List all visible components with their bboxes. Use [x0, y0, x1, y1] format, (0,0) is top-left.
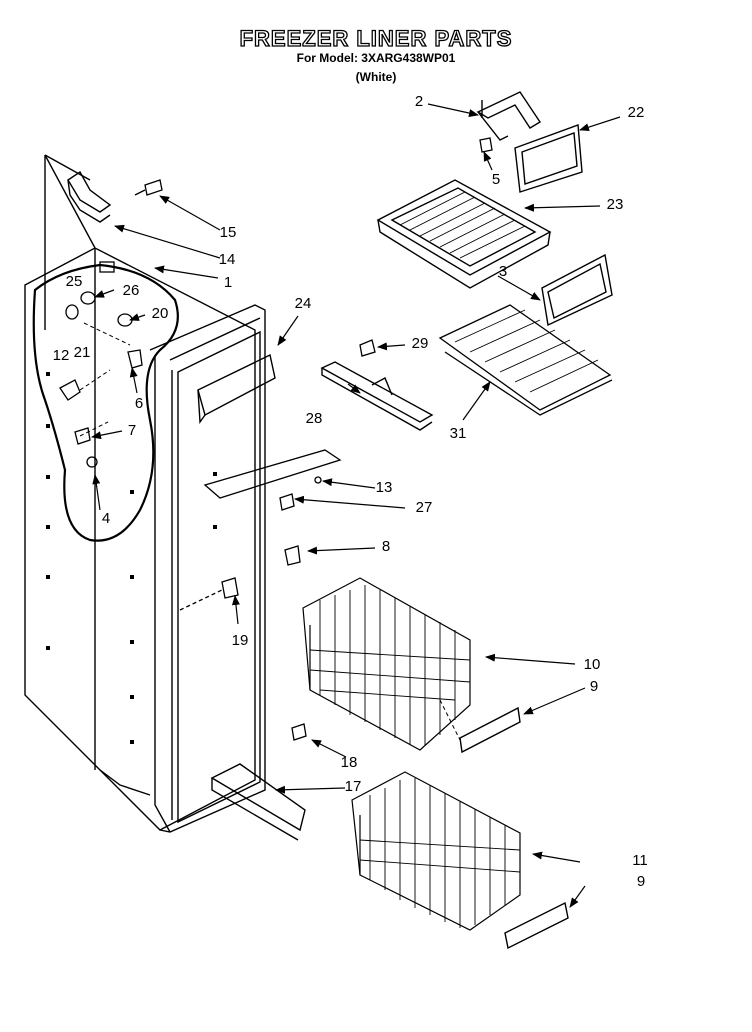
part-11-lower-basket: [351, 771, 521, 931]
callout-7: 7: [128, 422, 136, 439]
part-9-upper-handle: [459, 706, 521, 754]
part-18-screw: [291, 723, 307, 741]
color-note: (White): [355, 70, 397, 84]
part-31-wire-shelf: [438, 304, 613, 416]
callout-23: 23: [607, 196, 624, 213]
callout-28: 28: [306, 410, 323, 427]
callout-9-upper: 9: [590, 678, 598, 695]
callout-18: 18: [341, 754, 358, 771]
callout-8: 8: [382, 538, 390, 555]
part-29-screw: [359, 339, 376, 357]
callout-17: 17: [345, 778, 362, 795]
part-8-bracket: [284, 545, 301, 566]
part-28-rail: [320, 361, 434, 431]
part-13-27-clips: [203, 449, 342, 511]
callout-21: 21: [74, 344, 91, 361]
part-2-bracket: [476, 91, 541, 141]
callout-24: 24: [295, 295, 312, 312]
dashed-leaders: [79, 322, 461, 741]
freezer-liner-cabinet: [24, 154, 266, 833]
callout-12: 12: [53, 347, 70, 364]
diagram-title: FREEZER LINER PARTS: [239, 25, 513, 51]
part-22-frame: [514, 124, 583, 193]
callout-20: 20: [152, 305, 169, 322]
callout-31: 31: [450, 425, 467, 442]
callout-14: 14: [219, 251, 236, 268]
callout-26: 26: [123, 282, 140, 299]
callout-19: 19: [232, 632, 249, 649]
part-3-frame: [541, 253, 613, 327]
part-23-shelf: [376, 179, 552, 289]
model-number: For Model: 3XARG438WP01: [296, 51, 456, 65]
part-9-lower-handle: [504, 901, 569, 950]
callout-15: 15: [220, 224, 237, 241]
callout-5: 5: [492, 171, 500, 188]
callout-4: 4: [102, 510, 110, 527]
cabinet-mounting-holes: [46, 372, 217, 744]
callout-29: 29: [412, 335, 429, 352]
callout-6: 6: [135, 395, 143, 412]
callout-9-lower: 9: [637, 873, 645, 890]
callout-labels: 1 2 3 4 5 6 7 8 9 9 10 11 12 13 14 15 17…: [53, 93, 648, 890]
part-14-bracket: [67, 170, 112, 223]
small-components-cluster: [59, 261, 143, 468]
part-15-screw: [134, 179, 163, 196]
callout-22: 22: [628, 104, 645, 121]
part-5-screw: [479, 137, 493, 153]
part-10-upper-basket: [302, 577, 471, 751]
callout-10: 10: [584, 656, 601, 673]
callout-27: 27: [416, 499, 433, 516]
callout-11: 11: [632, 852, 648, 869]
callout-1: 1: [224, 274, 232, 291]
leader-arrows: [91, 103, 621, 908]
part-17-bottom-trim: [210, 763, 306, 841]
callout-25: 25: [66, 273, 83, 290]
callout-3: 3: [499, 263, 507, 280]
callout-13: 13: [376, 479, 393, 496]
shelf-ribs: [399, 191, 526, 259]
part-24-trim: [197, 353, 276, 425]
callout-2: 2: [415, 93, 423, 110]
part-19-clip: [179, 577, 239, 611]
